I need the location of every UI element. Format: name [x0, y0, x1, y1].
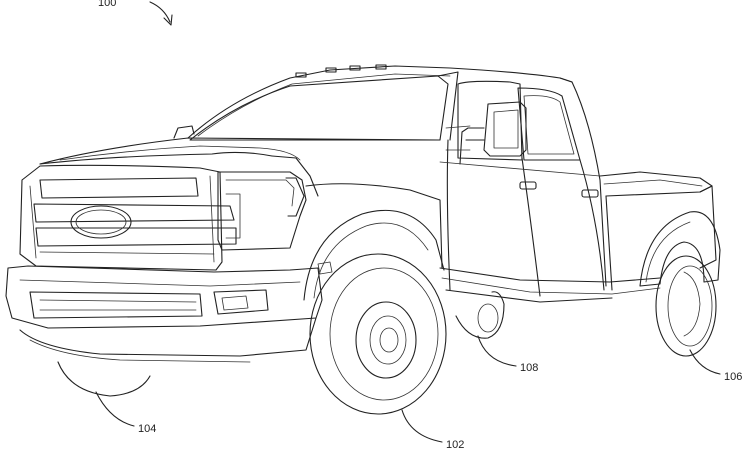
door-split-line	[521, 157, 541, 297]
rocker-panel	[439, 267, 661, 283]
grille-bar-middle	[33, 203, 235, 223]
rear-inner-hub	[477, 303, 499, 333]
rear-door-handle	[581, 189, 599, 198]
oval-emblem-inner	[75, 209, 127, 235]
running-board	[445, 289, 613, 303]
cab-rear-wall	[559, 77, 607, 287]
front-fender	[305, 183, 443, 269]
rear-door-window	[517, 87, 581, 161]
front-bumper	[5, 265, 323, 329]
bed-top-rail	[599, 171, 713, 197]
fog-light	[213, 289, 269, 315]
headlight-c-clamp	[285, 177, 305, 217]
far-front-tire	[57, 361, 151, 397]
bed-fender-inner	[645, 221, 691, 283]
bed-side	[605, 185, 717, 291]
bed-top-rail-inner	[603, 179, 703, 187]
leader-108	[477, 335, 517, 367]
roof-marker-light	[349, 65, 361, 71]
front-wheel-arch	[303, 209, 445, 301]
front-wheel-rim	[355, 301, 417, 379]
rear-dually-tire	[655, 255, 717, 357]
leader-106	[689, 349, 721, 375]
ref-label-100: 100	[98, 0, 116, 9]
front-wheel-hub	[369, 315, 407, 365]
roof-inner-line	[197, 73, 451, 137]
leader-104	[95, 391, 135, 427]
grille-inner-frame	[29, 175, 215, 263]
ref-arrow-100	[149, 1, 171, 23]
rear-door-back-edge	[579, 159, 605, 291]
rocker-panel-lower	[441, 277, 661, 295]
ref-label-106: 106	[724, 371, 742, 383]
side-mirror-glass	[493, 109, 519, 149]
hood-shoulder	[271, 155, 319, 197]
hood-top	[39, 137, 441, 165]
side-mirror	[483, 101, 527, 157]
fender-badge	[317, 261, 333, 275]
bed-fender-flare	[639, 211, 721, 287]
front-bumper-upper	[19, 279, 301, 287]
front-wheel-center-cap	[379, 327, 399, 353]
mirror-arm-lower	[445, 125, 471, 151]
ref-arrowhead-100	[163, 14, 173, 26]
front-tire	[309, 253, 447, 415]
ref-label-102: 102	[446, 439, 464, 451]
fog-light-inner	[221, 295, 249, 311]
front-door-window	[457, 80, 523, 161]
roof-outline	[187, 65, 573, 139]
ref-label-104: 104	[138, 423, 156, 435]
front-wheel-arch-inner	[313, 222, 429, 299]
grille-surround	[19, 164, 223, 271]
rear-door-window-inner	[523, 95, 575, 155]
hood-antenna	[173, 125, 195, 139]
hood-crease	[59, 145, 301, 161]
rear-inner-tire	[455, 291, 505, 339]
rear-dually-sidewall	[667, 265, 713, 347]
bumper-lower-grille	[29, 291, 203, 319]
hood-front-edge	[39, 151, 273, 165]
mirror-arm	[459, 127, 485, 165]
belt-line	[439, 161, 601, 177]
front-valance	[19, 317, 317, 357]
roof-marker-light	[325, 67, 337, 73]
windshield	[189, 75, 449, 141]
ref-label-108: 108	[520, 362, 538, 374]
headlight-inner	[225, 179, 295, 239]
roof-marker-light	[375, 64, 387, 70]
grille-lower-opening	[39, 251, 215, 255]
headlight	[217, 171, 307, 251]
roof-marker-light	[295, 72, 307, 78]
front-tire-sidewall	[329, 267, 439, 401]
rear-dually-rim	[683, 271, 701, 337]
a-pillar	[437, 71, 459, 141]
oval-emblem	[70, 205, 132, 239]
grille-bar-upper	[39, 177, 199, 199]
leader-102	[401, 409, 443, 443]
grille-bar-lower	[35, 227, 237, 247]
front-door-handle	[519, 181, 537, 190]
bumper-lower-grille-inner	[39, 299, 197, 311]
front-valance-lower	[29, 339, 251, 363]
